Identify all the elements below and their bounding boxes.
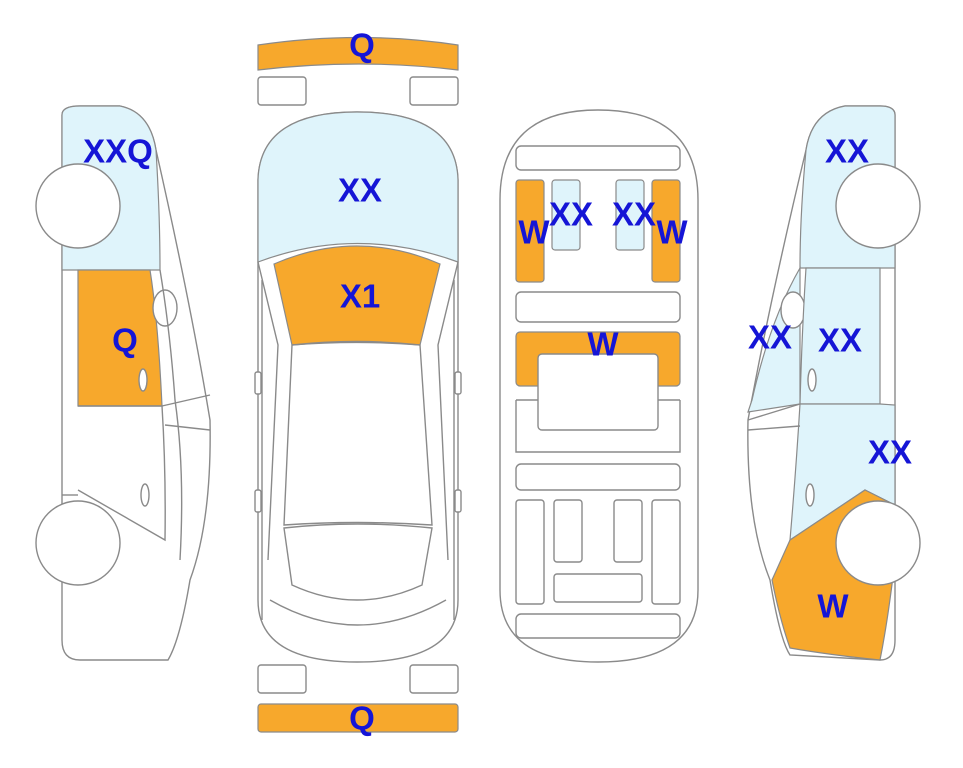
hood-panel[interactable] (257, 111, 459, 263)
hood-code: XX (338, 172, 382, 209)
floor-left-rail-code: W (518, 214, 550, 251)
left-front-door-code: Q (112, 322, 138, 359)
floor-left-rail-panel[interactable] (515, 179, 545, 283)
right-front-door-code: XX (818, 322, 862, 359)
right-rear-quarter-code: W (817, 588, 849, 625)
left-front-wheel (35, 163, 121, 249)
floor-inner-right-code: XX (612, 196, 656, 233)
left-front-fender-code: XXQ (83, 133, 153, 170)
front-bumper-panel[interactable] (257, 36, 459, 71)
left-side-view: XXQ Q (35, 105, 211, 661)
floor-inner-left-panel[interactable] (551, 179, 581, 251)
right-front-fender-code: XX (825, 133, 869, 170)
floor-crossmember-code: W (587, 326, 619, 363)
floor-inner-right-panel[interactable] (615, 179, 645, 251)
rear-left-light (257, 664, 307, 694)
underbody-view: W XX XX W W (499, 109, 699, 663)
right-side-view: XX XX XX XX W (747, 105, 921, 661)
front-bumper-code: Q (349, 27, 375, 64)
right-mirror-code: XX (748, 319, 792, 356)
left-rear-wheel (35, 500, 121, 586)
rear-bumper-panel[interactable] (257, 703, 459, 733)
floor-right-rail-panel[interactable] (651, 179, 681, 283)
front-right-light (409, 76, 459, 106)
floor-inner-left-code: XX (549, 196, 593, 233)
top-view: Q XX X1 Q (254, 27, 462, 737)
right-rear-door-code: XX (868, 434, 912, 471)
right-front-wheel (835, 163, 921, 249)
windshield-panel[interactable] (273, 245, 441, 346)
windshield-code: X1 (340, 278, 380, 315)
rear-right-light (409, 664, 459, 694)
right-rear-wheel (835, 500, 921, 586)
floor-right-rail-code: W (656, 214, 688, 251)
front-left-light (257, 76, 307, 106)
rear-bumper-code: Q (349, 700, 375, 737)
